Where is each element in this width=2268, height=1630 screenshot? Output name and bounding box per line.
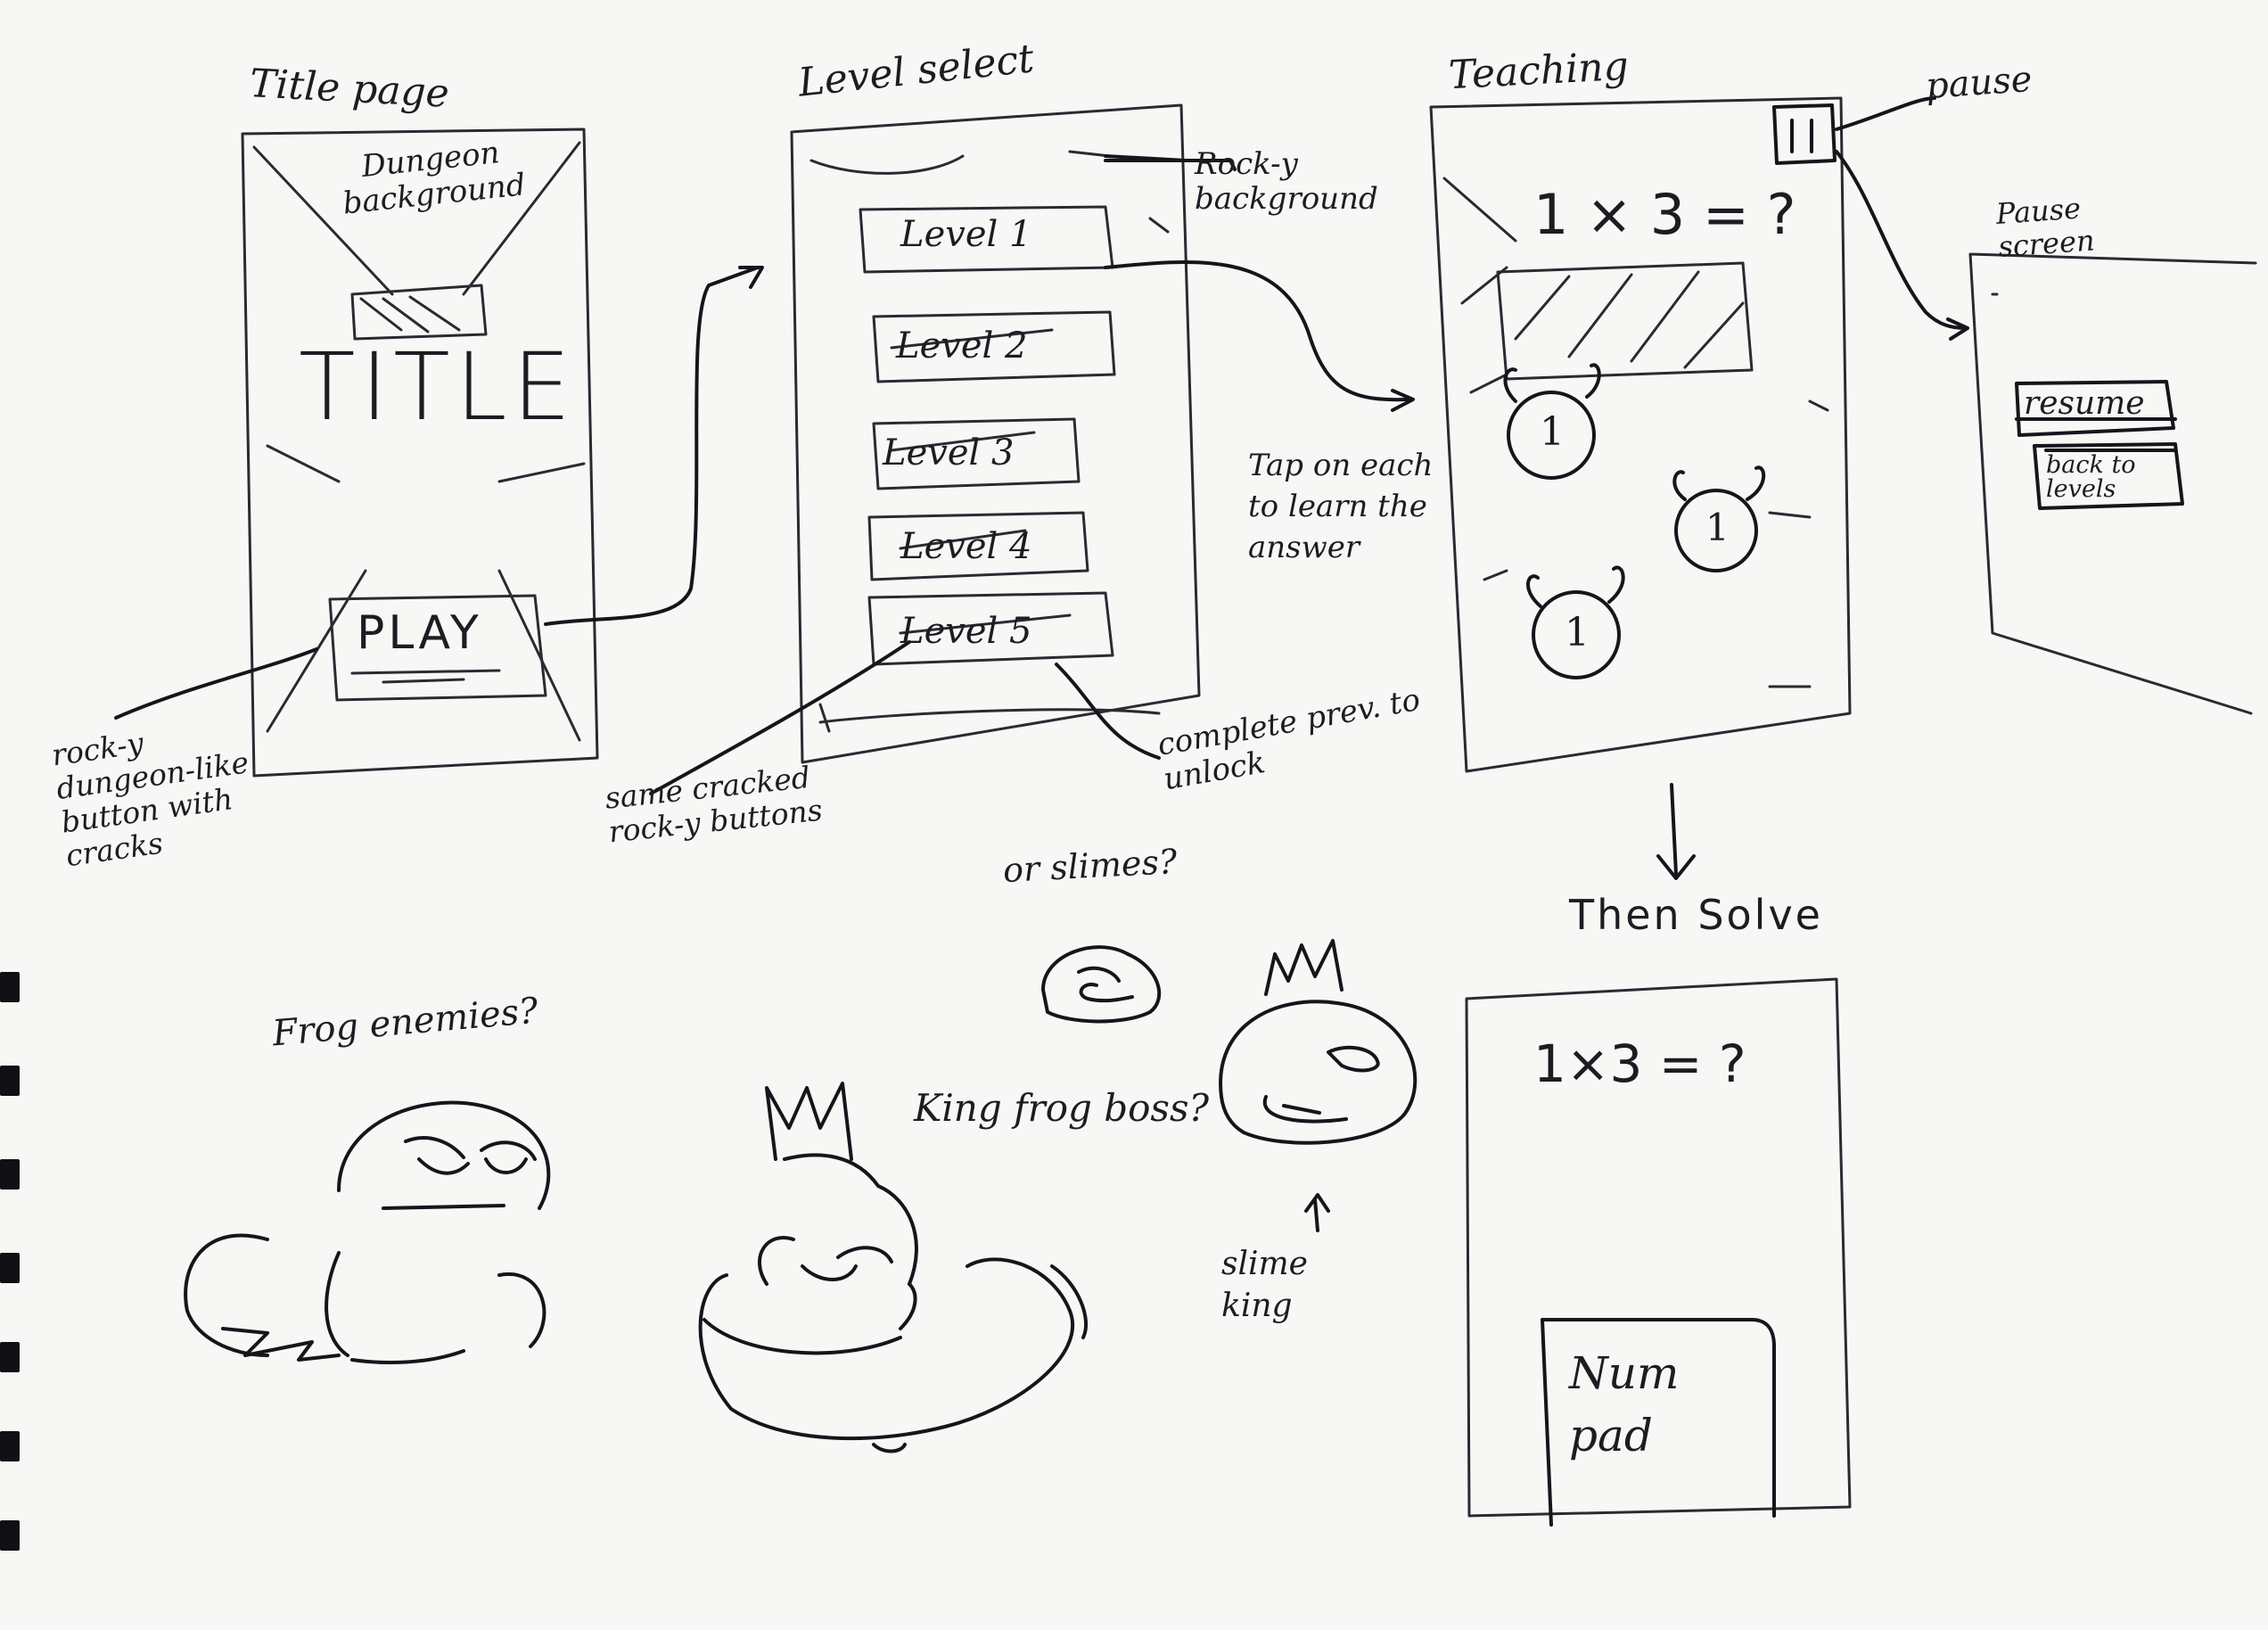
numpad[interactable]: Num pad — [1569, 1347, 1680, 1461]
monster-icon[interactable]: 1 — [1540, 409, 1565, 455]
tap-to-learn-note: Tap on each to learn the answer — [1248, 448, 1434, 565]
level-2-button[interactable]: Level 2 — [896, 325, 1028, 366]
slime-sketch — [1041, 945, 1162, 1024]
pause-screen-heading: Pause screen — [1994, 191, 2096, 264]
slime-king-note: slime king — [1221, 1246, 1308, 1324]
flow-arrow-teaching-to-solve — [1670, 783, 1678, 876]
teaching-equation: 1 × 3 = ? — [1533, 182, 1796, 247]
king-frog-note: King frog boss? — [914, 1086, 1210, 1130]
note-leader — [114, 647, 318, 720]
king-frog-sketch — [698, 1082, 1089, 1453]
flow-arrow-pause — [1835, 150, 1968, 330]
binding-ring — [0, 1159, 20, 1190]
binding-ring — [0, 1520, 20, 1551]
play-button[interactable]: PLAY — [357, 606, 482, 660]
solve-equation: 1×3 = ? — [1533, 1033, 1746, 1094]
pause-screen-frame — [1968, 252, 2257, 715]
level-buttons-outlines — [859, 205, 1116, 666]
binding-ring — [0, 1431, 20, 1461]
pause-button-outline — [1772, 103, 1837, 165]
monster-icons — [1503, 363, 1766, 679]
slime-king-sketch — [1219, 939, 1418, 1232]
monster-icon[interactable]: 1 — [1705, 506, 1730, 549]
pause-label: pause — [1924, 58, 2034, 108]
game-title: TITLE — [299, 333, 577, 441]
play-button-outline — [328, 594, 547, 702]
numpad-outline — [1541, 1318, 1776, 1527]
monster-icon[interactable]: 1 — [1565, 610, 1590, 655]
level-select-frame — [790, 103, 1237, 764]
teaching-frame — [1429, 96, 1969, 773]
resume-button[interactable]: resume — [2024, 385, 2145, 422]
solve-frame — [1465, 977, 1852, 1518]
level-3-button[interactable]: Level 3 — [883, 432, 1015, 473]
level-4-button[interactable]: Level 4 — [900, 526, 1032, 567]
rocky-background-note: Rock-y background — [1195, 146, 1378, 218]
teaching-heading: Teaching — [1447, 43, 1630, 99]
binding-ring — [0, 1253, 20, 1283]
binding-ring — [0, 1342, 20, 1372]
level-1-button[interactable]: Level 1 — [900, 214, 1032, 255]
flow-arrow-title-to-levels — [544, 266, 760, 626]
flow-arrow-levels-to-teaching — [1104, 260, 1410, 402]
frog-enemy-sketch — [184, 1100, 551, 1364]
back-to-levels-button[interactable]: back to levels — [2046, 451, 2136, 503]
binding-ring — [0, 1066, 20, 1096]
level-5-button[interactable]: Level 5 — [900, 611, 1032, 652]
binding-ring — [0, 972, 20, 1002]
solve-heading: Then Solve — [1569, 891, 1823, 939]
